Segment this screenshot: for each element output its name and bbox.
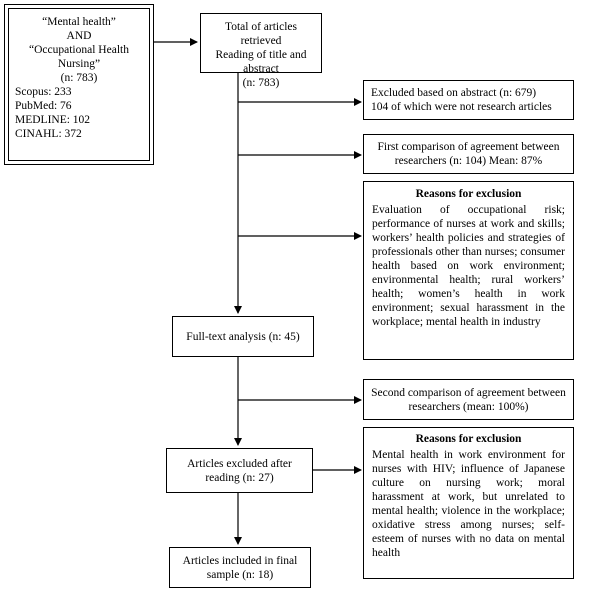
excluded-abstract-box: Excluded based on abstract (n: 679) 104 … — [363, 80, 574, 120]
exclusion-reasons-title: Reasons for exclusion — [415, 433, 522, 445]
exclusion-reasons-text: Mental health in work environment for nu… — [372, 449, 565, 559]
exclusion-reasons-box-1: Reasons for exclusion Evaluation of occu… — [363, 181, 574, 360]
second-comparison-line: Second comparison of agreement between — [371, 387, 566, 399]
exclusion-reasons-box-2: Reasons for exclusion Mental health in w… — [363, 427, 574, 579]
database-count: MEDLINE: 102 — [15, 114, 91, 126]
fulltext-analysis-box: Full-text analysis (n: 45) — [172, 316, 314, 357]
database-count: PubMed: 76 — [15, 100, 72, 112]
search-terms: “Mental health” AND “Occupational Health… — [15, 15, 143, 85]
retrieved-line: Total of articles retrieved — [225, 21, 297, 47]
search-strategy-box: “Mental health” AND “Occupational Health… — [4, 4, 154, 165]
final-sample-box: Articles included in final sample (n: 18… — [169, 547, 311, 588]
search-term-line: AND — [66, 30, 92, 42]
final-sample-line: Articles included in final — [182, 555, 298, 567]
articles-retrieved-box: Total of articles retrieved Reading of t… — [200, 13, 322, 89]
database-count: CINAHL: 372 — [15, 128, 82, 140]
exclusion-reasons-title: Reasons for exclusion — [415, 188, 522, 200]
excluded-abstract-line: 104 of which were not research articles — [371, 101, 552, 113]
search-term-line: (n: 783) — [60, 72, 98, 84]
exclusion-reasons-text: Evaluation of occupational risk; perform… — [372, 204, 565, 328]
retrieved-line: Reading of title and abstract — [215, 49, 307, 75]
retrieved-line: (n: 783) — [242, 77, 280, 89]
search-term-line: “Mental health” — [42, 16, 116, 28]
first-comparison-box: First comparison of agreement between re… — [363, 134, 574, 174]
second-comparison-line: researchers (mean: 100%) — [408, 401, 529, 413]
search-term-line: “Occupational Health — [29, 44, 129, 56]
excluded-after-reading-line: reading (n: 27) — [205, 472, 274, 484]
search-term-line: Nursing” — [57, 58, 101, 70]
search-strategy-inner: “Mental health” AND “Occupational Health… — [8, 8, 150, 161]
first-comparison-line: researchers (n: 104) Mean: 87% — [394, 155, 543, 167]
second-comparison-box: Second comparison of agreement between r… — [363, 379, 574, 420]
database-list: Scopus: 233 PubMed: 76 MEDLINE: 102 CINA… — [15, 85, 143, 141]
excluded-after-reading-box: Articles excluded after reading (n: 27) — [166, 448, 313, 493]
fulltext-analysis-label: Full-text analysis (n: 45) — [186, 331, 300, 343]
first-comparison-line: First comparison of agreement between — [377, 141, 560, 153]
excluded-abstract-line: Excluded based on abstract (n: 679) — [371, 87, 537, 99]
final-sample-line: sample (n: 18) — [206, 569, 274, 581]
excluded-after-reading-line: Articles excluded after — [187, 458, 292, 470]
database-count: Scopus: 233 — [15, 86, 72, 98]
